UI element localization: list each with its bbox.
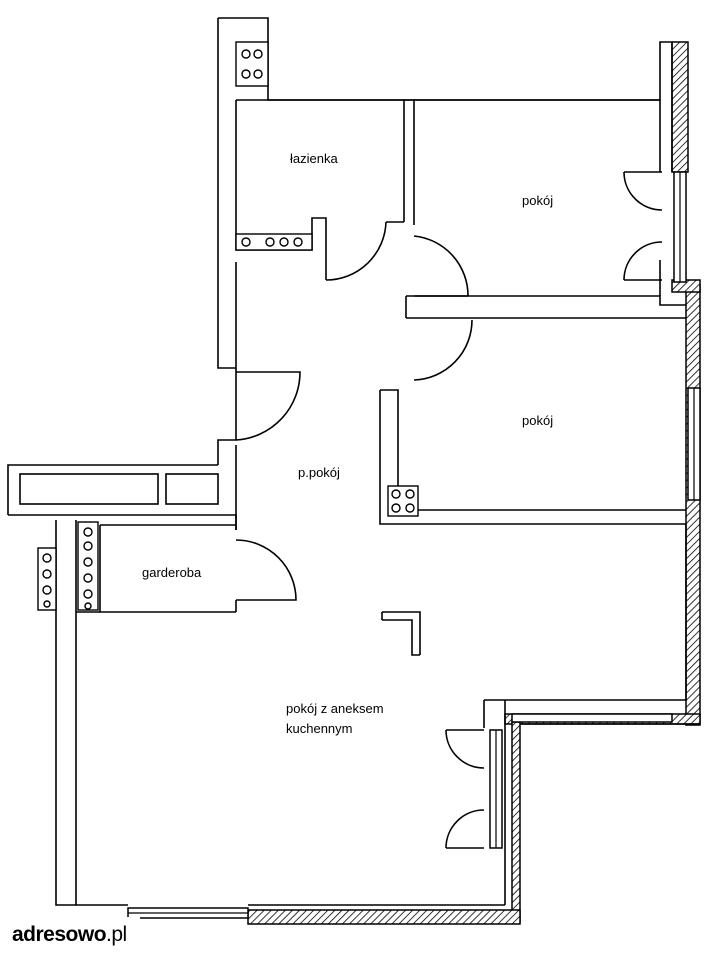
label-wardrobe: garderoba [142, 565, 202, 580]
door-wardrobe [235, 539, 297, 601]
walls [7, 17, 700, 906]
ventilation-ducts [37, 41, 419, 611]
label-hall: p.pokój [298, 465, 340, 480]
exterior-wall [247, 41, 701, 925]
window-balcony [511, 713, 673, 723]
door-bathroom [325, 221, 387, 281]
door-entrance [235, 371, 301, 441]
watermark: adresowo.pl [0, 917, 140, 955]
label-living-line1: pokój z aneksem [286, 701, 384, 716]
label-room1: pokój [522, 193, 553, 208]
door-room1 [413, 235, 469, 297]
balcony-door-living-bottom [445, 809, 485, 849]
balcony-door-living-top [445, 729, 485, 769]
logo-tld: .pl [106, 923, 127, 946]
logo-brand: adresowo [12, 923, 107, 946]
balcony-door-room1-top [623, 171, 663, 211]
windows [127, 171, 701, 919]
label-room2: pokój [522, 413, 553, 428]
label-bathroom: łazienka [290, 151, 338, 166]
doors [235, 171, 663, 849]
door-room2 [413, 319, 473, 381]
brand-logo: adresowo.pl [12, 923, 127, 947]
label-living-line2: kuchennym [286, 721, 352, 736]
balcony-door-room1-bottom [623, 241, 663, 281]
room-labels: łazienka pokój pokój p.pokój garderoba p… [142, 151, 553, 736]
